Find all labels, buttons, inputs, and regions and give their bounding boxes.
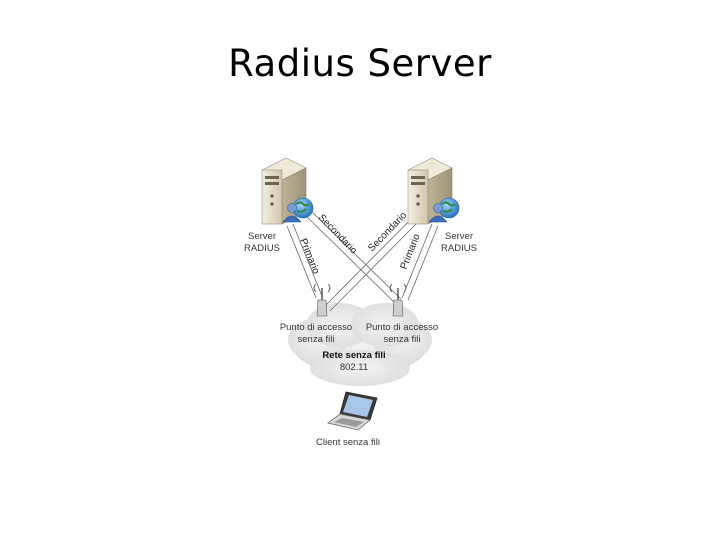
link-right-primary [401,223,439,301]
wireless-network-cloud [288,303,432,386]
left-ap-label-line2: senza fili [298,334,335,345]
access-point-icon [313,283,331,317]
left-server-label-line1: Server [248,231,276,242]
left-ap-label-line1: Punto di accesso [280,322,352,333]
link-left-secondary [303,208,402,305]
left-server-label-line2: RADIUS [244,243,280,254]
right-ap-label-line1: Punto di accesso [366,322,438,333]
slide-title: Radius Server [228,42,492,85]
network-label-line1: Rete senza fili [322,350,385,361]
right-server-label-line1: Server [445,231,473,242]
user-icon [428,203,448,223]
user-icon [282,203,302,223]
right-ap-label-line2: senza fili [384,334,421,345]
client-label: Client senza fili [316,437,380,448]
link-left-primary [286,223,323,299]
right-server: Server RADIUS [407,157,477,254]
network-label-line2: 802.11 [340,362,368,373]
left-server: Server RADIUS [244,157,314,254]
globe-icon [292,197,314,219]
link-right-secondary [324,211,424,312]
laptop-icon [327,391,378,431]
link-label-right-secondary: Secondario [366,210,409,254]
right-server-label-line2: RADIUS [441,243,477,254]
link-label-left-primary: Primario [297,237,321,276]
wireless-client: Client senza fili [316,391,380,448]
left-access-point: Punto di accesso senza fili [280,283,352,345]
access-point-icon [389,283,407,317]
link-label-left-secondary: Secondario [316,212,359,256]
right-access-point: Punto di accesso senza fili [366,283,438,345]
